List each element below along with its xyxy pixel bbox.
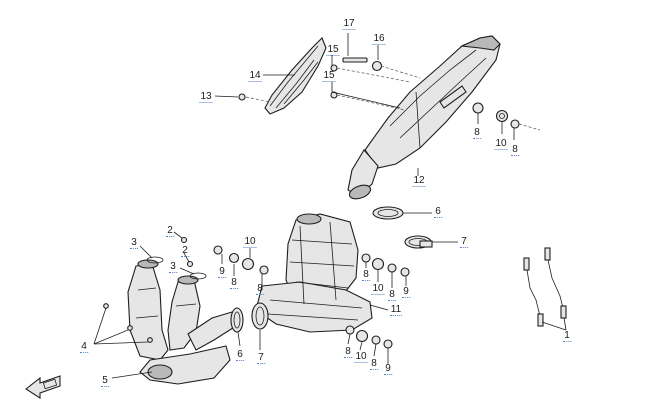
callout-15-lower[interactable]: 15	[322, 70, 336, 82]
callout-4[interactable]: 4	[80, 341, 88, 353]
callout-8-upper-right[interactable]: 8	[511, 144, 519, 156]
callout-7-lower[interactable]: 7	[257, 352, 265, 364]
callout-16[interactable]: 16	[372, 33, 386, 45]
callout-10-upper[interactable]: 10	[494, 138, 508, 150]
callout-10-bottom[interactable]: 10	[354, 351, 368, 363]
callout-8-lower-mid-a[interactable]: 8	[362, 269, 370, 281]
lower-gasket-clamp	[230, 302, 269, 333]
callout-8-lower-left-b[interactable]: 8	[256, 283, 264, 295]
lower-fasteners	[213, 245, 410, 349]
callout-7-upper[interactable]: 7	[460, 236, 468, 248]
callout-14[interactable]: 14	[248, 70, 262, 82]
callout-8-lower-mid-b[interactable]: 8	[388, 289, 396, 301]
callout-2-second[interactable]: 2	[181, 245, 189, 257]
callout-9-bottom[interactable]: 9	[384, 363, 392, 375]
callout-9-lower-left[interactable]: 9	[218, 266, 226, 278]
callout-8-bottom-a[interactable]: 8	[344, 346, 352, 358]
callout-8-upper[interactable]: 8	[473, 127, 481, 139]
callout-8-lower-left-a[interactable]: 8	[230, 277, 238, 289]
gasket-ring-part	[372, 206, 404, 220]
callout-10-lower-mid[interactable]: 10	[371, 283, 385, 295]
header-pipes-part	[127, 259, 237, 385]
callout-8-bottom-b[interactable]: 8	[370, 358, 378, 370]
leader-lines	[93, 33, 567, 379]
callout-15-upper[interactable]: 15	[326, 44, 340, 56]
callout-2-top[interactable]: 2	[166, 225, 174, 237]
header-gaskets	[103, 236, 207, 343]
oxygen-sensors-part	[523, 247, 567, 327]
front-direction-arrow-icon	[25, 375, 61, 400]
callout-13[interactable]: 13	[199, 91, 213, 103]
callout-3-right[interactable]: 3	[169, 261, 177, 273]
callout-11[interactable]: 11	[389, 304, 403, 316]
upper-fasteners	[330, 57, 541, 131]
callout-6-lower[interactable]: 6	[236, 349, 244, 361]
heat-shield-part	[264, 37, 327, 115]
clamp-part	[404, 235, 433, 249]
callout-10-lower-left[interactable]: 10	[243, 236, 257, 248]
collector-box-part	[255, 213, 373, 333]
callout-17[interactable]: 17	[342, 18, 356, 30]
bolt-13-part	[238, 93, 246, 101]
callout-12[interactable]: 12	[412, 175, 426, 187]
muffler-part	[347, 35, 501, 200]
callout-6-upper[interactable]: 6	[434, 206, 442, 218]
callout-9-lower-mid[interactable]: 9	[402, 286, 410, 298]
callout-5[interactable]: 5	[101, 375, 109, 387]
callout-1[interactable]: 1	[563, 330, 571, 342]
callout-3-left[interactable]: 3	[130, 237, 138, 249]
